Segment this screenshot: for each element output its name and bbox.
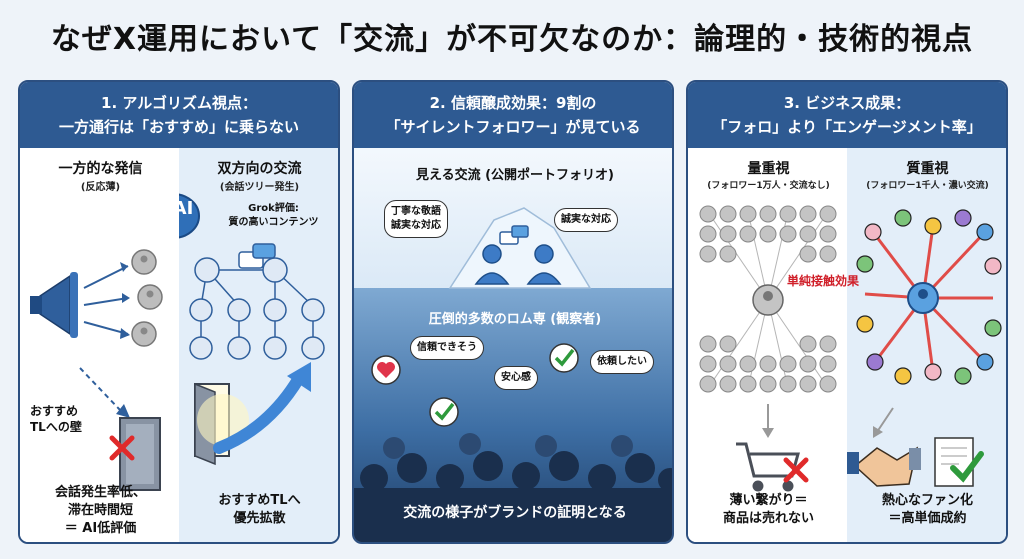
safe-bubble: 安心感 bbox=[494, 366, 538, 390]
quality-illustration bbox=[847, 209, 1002, 487]
heading-line-2: 一方通行は「おすすめ」に乗らない bbox=[58, 118, 299, 136]
grok-line-1: Grok評価: bbox=[248, 203, 299, 214]
footer-line-1: 薄い繋がり＝ bbox=[729, 493, 808, 508]
heading-line-1: 2. 信頼醸成効果：9割の bbox=[429, 94, 597, 112]
wall-label: おすすめ TLへの壁 bbox=[30, 403, 82, 435]
one-way-illustration bbox=[30, 249, 163, 491]
ai-badge: AI bbox=[172, 198, 194, 219]
visible-users-icons bbox=[474, 244, 562, 285]
mere-exposure-label: 単純接触効果 bbox=[787, 274, 860, 288]
bubble-line-2: 誠実な対応 bbox=[391, 220, 441, 231]
ai-brain-icon bbox=[179, 193, 200, 239]
wall-label-line-1: おすすめ bbox=[30, 404, 79, 418]
heading-line-1: 1. アルゴリズム視点： bbox=[101, 94, 257, 112]
center-account-icon bbox=[907, 282, 939, 314]
one-way-footer: 会話発生率低、 滞在時間短 ＝ AI低評価 bbox=[20, 484, 181, 538]
chat-icons bbox=[499, 225, 529, 245]
one-way-subtitle: (反応薄) bbox=[80, 182, 121, 193]
quantity-subtitle: (フォロワー1万人・交流なし) bbox=[707, 181, 830, 191]
open-door-icon bbox=[194, 382, 249, 466]
panel-algorithm: 1. アルゴリズム視点： 一方通行は「おすすめ」に乗らない 一方的な発信 (反応… bbox=[18, 80, 340, 544]
quantity-title: 量重視 bbox=[747, 161, 790, 177]
quality-footer: 熱心なファン化 ＝高単価成約 bbox=[847, 492, 1006, 528]
two-way-footer: おすすめTLへ 優先拡散 bbox=[179, 492, 338, 528]
center-account-icon bbox=[752, 284, 784, 316]
footer-line-3: ＝ AI低評価 bbox=[64, 521, 137, 536]
check-icon bbox=[950, 451, 984, 483]
cross-icon bbox=[109, 435, 135, 461]
quantity-footer: 薄い繋がり＝ 商品は売れない bbox=[688, 492, 849, 528]
quantity-illustration bbox=[699, 205, 837, 492]
polite-bubble: 丁寧な敬語 誠実な対応 bbox=[384, 200, 448, 238]
check-icon bbox=[549, 343, 579, 373]
heading-line-2: 「サイレントフォロワー」が見ている bbox=[385, 118, 641, 136]
footer-line-2: ＝高単価成約 bbox=[888, 511, 967, 526]
heading-line-1: 3. ビジネス成果： bbox=[783, 94, 911, 112]
iceberg-tip-icon bbox=[448, 207, 592, 289]
shopping-cart-icon bbox=[736, 442, 800, 492]
engaged-fan-icons bbox=[856, 209, 1002, 385]
grok-evaluation: Grok評価: 質の高いコンテンツ bbox=[207, 202, 338, 230]
check-icon bbox=[429, 397, 459, 427]
heading-line-2: 「フォロ」より「エンゲージメント率」 bbox=[712, 118, 982, 136]
two-way-column: 双方向の交流 (会話ツリー発生) bbox=[173, 148, 338, 542]
footer-line-2: 商品は売れない bbox=[722, 511, 814, 526]
bubble-line-1: 丁寧な敬語 bbox=[391, 206, 441, 217]
visible-interaction-title: 見える交流 (公開ポートフォリオ) bbox=[415, 168, 615, 183]
megaphone-icon bbox=[30, 272, 78, 338]
panel-business-heading: 3. ビジネス成果： 「フォロ」より「エンゲージメント率」 bbox=[688, 82, 1006, 148]
heart-icon bbox=[371, 355, 401, 385]
panel-trust: 2. 信頼醸成効果：9割の 「サイレントフォロワー」が見ている bbox=[352, 80, 674, 544]
footer-line-1: 会話発生率低、 bbox=[54, 485, 146, 500]
grok-line-2: 質の高いコンテンツ bbox=[228, 217, 319, 228]
upward-arrow-icon bbox=[213, 362, 311, 454]
quality-title: 質重視 bbox=[906, 161, 949, 177]
sincere-bubble: 誠実な対応 bbox=[554, 208, 618, 232]
quality-column: 質重視 (フォロワー1千人・濃い交流) bbox=[787, 148, 1006, 542]
two-way-title: 双方向の交流 bbox=[217, 161, 302, 177]
panel-business: 3. ビジネス成果： 「フォロ」より「エンゲージメント率」 量重視 (フォロワー… bbox=[686, 80, 1008, 544]
chat-bubble-icon bbox=[238, 243, 276, 269]
footer-line-1: 熱心なファン化 bbox=[881, 493, 973, 508]
one-way-column: 一方的な発信 (反応薄) bbox=[20, 148, 179, 542]
trust-footer: 交流の様子がブランドの証明となる bbox=[403, 505, 627, 521]
request-bubble: 依頼したい bbox=[590, 350, 654, 374]
panel-algorithm-heading: 1. アルゴリズム視点： 一方通行は「おすすめ」に乗らない bbox=[20, 82, 338, 148]
trust-bubble: 信頼できそう bbox=[410, 336, 484, 360]
cross-icon bbox=[783, 457, 809, 483]
footer-line-2: 優先拡散 bbox=[233, 511, 286, 526]
follower-crowd-icons bbox=[699, 205, 837, 393]
silent-observers-title: 圧倒的多数のロム専 (観察者) bbox=[428, 312, 602, 327]
footer-line-1: おすすめTLへ bbox=[218, 493, 301, 508]
iceberg-illustration bbox=[354, 148, 672, 542]
conversation-tree-icons bbox=[189, 257, 325, 360]
page-title: なぜX運用において「交流」が不可欠なのか：論理的・技術的視点 bbox=[50, 22, 974, 57]
wall-label-line-2: TLへの壁 bbox=[30, 420, 82, 434]
silent-crowd-icons bbox=[354, 451, 672, 542]
two-way-illustration bbox=[179, 193, 325, 466]
panel-trust-heading: 2. 信頼醸成効果：9割の 「サイレントフォロワー」が見ている bbox=[354, 82, 672, 148]
one-way-title: 一方的な発信 bbox=[58, 161, 143, 177]
contract-icon bbox=[934, 437, 974, 487]
handshake-icon bbox=[847, 446, 921, 487]
two-way-subtitle: (会話ツリー発生) bbox=[219, 182, 300, 193]
quality-subtitle: (フォロワー1千人・濃い交流) bbox=[866, 181, 989, 191]
footer-line-2: 滞在時間短 bbox=[67, 503, 133, 518]
quantity-column: 量重視 (フォロワー1万人・交流なし) bbox=[688, 148, 847, 542]
